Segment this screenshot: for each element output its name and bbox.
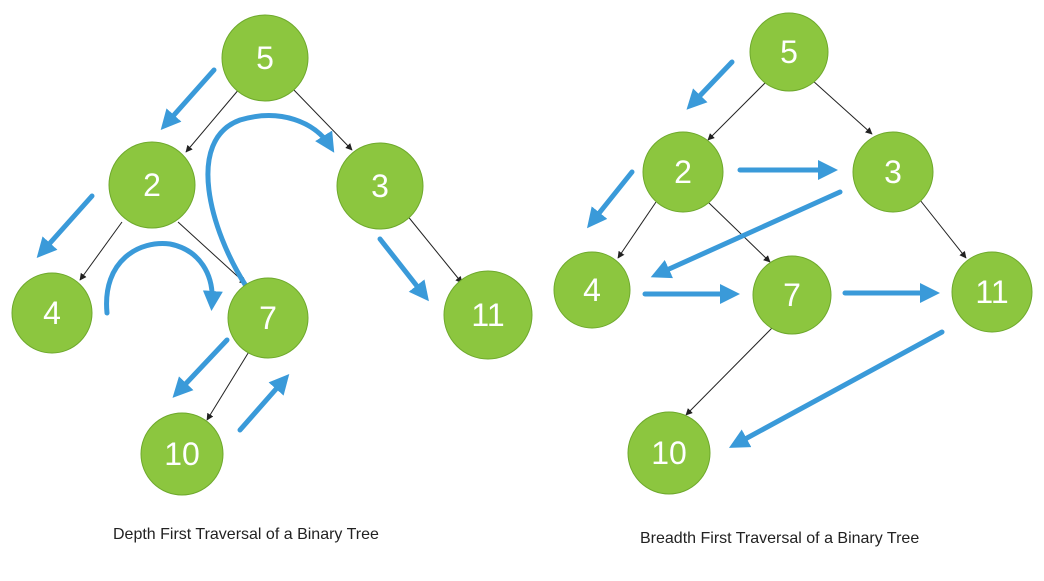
bfs-node-label: 10 xyxy=(651,435,687,471)
dfs-edge-2-4 xyxy=(79,221,123,281)
dfs-node-7: 7 xyxy=(227,277,309,359)
dfs-arrow-5-to-2 xyxy=(160,67,217,130)
bfs-node-5: 5 xyxy=(749,12,829,92)
bfs-edge-5-2 xyxy=(707,79,769,141)
dfs-node-10: 10 xyxy=(140,412,224,496)
bfs-arrow-3-to-4 xyxy=(650,189,843,279)
bfs-caption: Breadth First Traversal of a Binary Tree xyxy=(640,530,920,547)
dfs-caption: Depth First Traversal of a Binary Tree xyxy=(113,526,379,543)
dfs-arrow-7-to-10 xyxy=(172,337,230,398)
dfs-edge-5-3 xyxy=(291,87,353,151)
bfs-tree: 5 2 3 4 7 11 1 xyxy=(553,12,1033,495)
bfs-edges xyxy=(617,79,967,416)
bfs-edge-2-4 xyxy=(617,201,657,259)
bfs-node-label: 7 xyxy=(783,277,801,313)
bfs-node-4: 4 xyxy=(553,251,631,329)
dfs-node-11: 11 xyxy=(443,270,533,360)
bfs-nodes: 5 2 3 4 7 11 1 xyxy=(553,12,1033,495)
bfs-node-7: 7 xyxy=(752,255,832,335)
dfs-traversal-arrows xyxy=(36,67,429,433)
dfs-tree: 5 2 3 4 7 11 1 xyxy=(11,14,533,496)
bfs-node-label: 2 xyxy=(674,154,692,190)
bfs-edge-2-7 xyxy=(707,201,771,263)
bfs-node-label: 5 xyxy=(780,34,798,70)
bfs-node-10: 10 xyxy=(627,411,711,495)
bfs-traversal-arrows xyxy=(587,59,945,448)
dfs-edges xyxy=(79,87,463,421)
bfs-node-label: 4 xyxy=(583,272,601,308)
bfs-node-label: 11 xyxy=(975,274,1008,310)
bfs-arrow-5-to-2 xyxy=(686,59,735,110)
dfs-edge-3-11 xyxy=(405,213,463,284)
dfs-node-4: 4 xyxy=(11,272,93,354)
bfs-arrow-11-to-10 xyxy=(728,329,945,448)
dfs-node-2: 2 xyxy=(108,141,196,229)
dfs-node-label: 7 xyxy=(259,300,277,336)
dfs-edge-7-10 xyxy=(206,349,251,421)
dfs-arrow-4-to-7 xyxy=(104,241,223,316)
dfs-arrow-3-to-11 xyxy=(377,236,429,302)
dfs-node-label: 11 xyxy=(471,297,504,333)
bfs-edge-3-11 xyxy=(919,199,967,259)
dfs-node-label: 10 xyxy=(164,436,200,472)
dfs-node-label: 4 xyxy=(43,295,61,331)
dfs-arrow-7-to-3 xyxy=(205,113,335,289)
bfs-node-2: 2 xyxy=(642,131,724,213)
dfs-arrow-2-to-4 xyxy=(36,193,95,258)
dfs-node-label: 3 xyxy=(371,168,389,204)
dfs-node-label: 2 xyxy=(143,167,161,203)
bfs-node-3: 3 xyxy=(852,131,934,213)
dfs-edge-5-2 xyxy=(185,87,241,153)
dfs-nodes: 5 2 3 4 7 11 1 xyxy=(11,14,533,496)
dfs-node-label: 5 xyxy=(256,40,274,76)
dfs-node-5: 5 xyxy=(221,14,309,102)
dfs-edge-2-7 xyxy=(177,221,247,285)
bfs-edge-7-10 xyxy=(685,327,773,416)
bfs-node-label: 3 xyxy=(884,154,902,190)
bfs-edge-5-3 xyxy=(811,79,873,135)
bfs-arrow-left-to-4 xyxy=(587,169,635,229)
dfs-arrow-10-to-7 xyxy=(237,373,290,433)
bfs-node-11: 11 xyxy=(951,251,1033,333)
dfs-node-3: 3 xyxy=(336,142,424,230)
